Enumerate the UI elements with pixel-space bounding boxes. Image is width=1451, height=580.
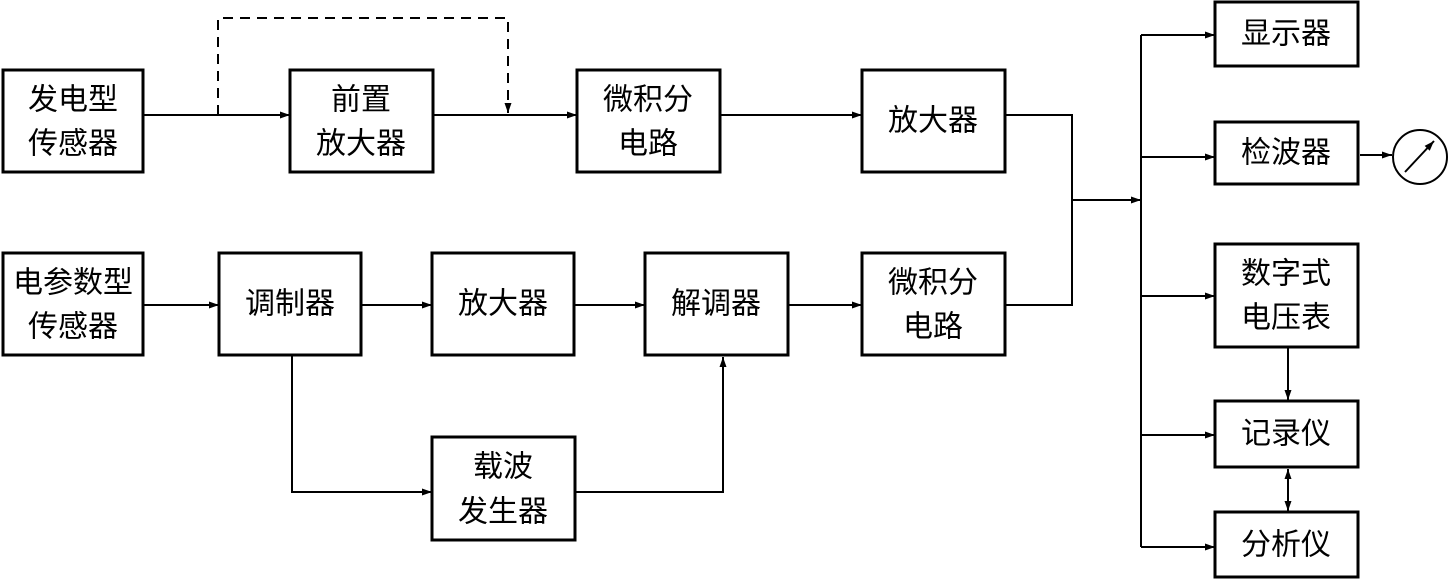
wire-amp1-merge (1005, 114, 1073, 306)
block-integ-diff-2: 微积分 电路 (860, 251, 1007, 357)
block-label-line: 分析仪 (1241, 528, 1331, 563)
block-label-line: 放大器 (888, 104, 978, 139)
block-carrier-gen: 载波 发生器 (430, 435, 577, 542)
block-label-line: 传感器 (28, 127, 118, 162)
block-label-line: 电参数型 (13, 266, 133, 301)
block-label-line: 调制器 (245, 287, 335, 322)
block-modulator: 调制器 (217, 251, 363, 357)
block-amplifier-1: 放大器 (860, 68, 1007, 174)
block-demodulator: 解调器 (643, 251, 790, 357)
block-integ-diff-1: 微积分 电路 (575, 68, 722, 174)
block-label-line: 电路 (618, 127, 678, 162)
block-param-sensor: 电参数型 传感器 (1, 251, 145, 357)
wire-carrier-demodulator (575, 357, 727, 493)
block-detector: 检波器 (1213, 120, 1360, 186)
block-recorder: 记录仪 (1213, 399, 1360, 469)
block-label-line: 电路 (903, 310, 963, 345)
block-display: 显示器 (1213, 0, 1360, 68)
block-label-line: 微积分 (888, 266, 978, 301)
block-label-line: 传感器 (28, 310, 118, 345)
block-preamp: 前置 放大器 (288, 68, 435, 174)
bypass-dashed-wire (217, 17, 512, 115)
block-label-line: 前置 (331, 83, 391, 118)
block-label-line: 记录仪 (1241, 417, 1331, 452)
block-label-line: 放大器 (458, 287, 548, 322)
block-label-line: 放大器 (316, 127, 406, 162)
wire-modulator-carrier (291, 355, 432, 496)
block-label-line: 微积分 (603, 83, 693, 118)
connectors (143, 17, 1392, 551)
meter-icon (1392, 129, 1448, 185)
block-amplifier-2: 放大器 (430, 251, 576, 357)
block-label-line: 发电型 (28, 83, 118, 118)
block-label-line: 发生器 (458, 495, 548, 530)
block-label-line: 解调器 (671, 287, 761, 322)
block-label-line: 数字式 (1241, 257, 1331, 292)
block-analyzer: 分析仪 (1213, 510, 1360, 579)
block-digital-voltmeter: 数字式 电压表 (1213, 242, 1360, 349)
block-label-line: 载波 (473, 450, 533, 485)
block-label-line: 电压表 (1241, 301, 1331, 336)
block-label-line: 显示器 (1241, 17, 1331, 52)
block-label-line: 检波器 (1241, 136, 1331, 171)
block-gen-sensor: 发电型 传感器 (1, 68, 145, 174)
